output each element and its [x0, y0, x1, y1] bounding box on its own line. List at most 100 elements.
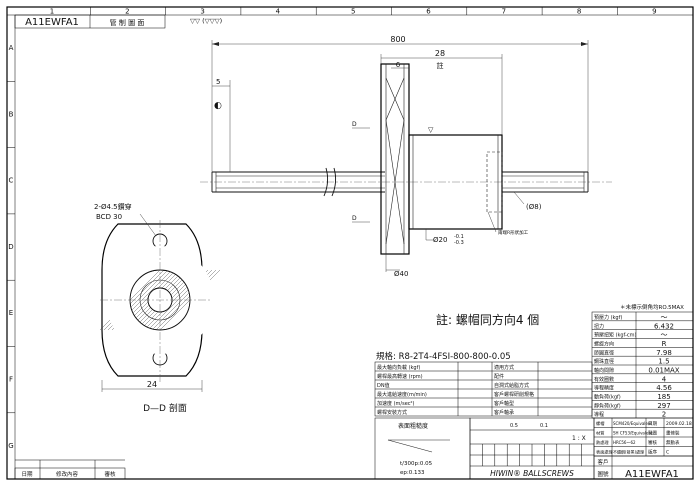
right-table-value: 2 — [662, 411, 666, 419]
roughness-panel: 表面粗糙度 t/300p:0.05 ep:0.133 — [374, 417, 471, 480]
right-spec-table: 預壓力 (kgf) ～ 扭力 6.432 預壓扭矩 (kgf-cm) ～ 螺旋方向 R 節圓直徑… — [591, 311, 694, 419]
tol-row-scale: 1 : X — [572, 435, 586, 442]
material-value-2: 無動表 — [666, 439, 680, 446]
zone-row-C: C — [9, 177, 14, 185]
material-value: HRC56～62 — [613, 440, 636, 445]
revision-block: 日期 修改內容 審核 — [14, 459, 126, 480]
material-label: 螺帽 — [596, 420, 604, 427]
dim-end-len: 5 — [216, 78, 220, 86]
dim-flange-thk: 6 — [396, 61, 401, 69]
zone-col-3: 3 — [200, 8, 204, 16]
zone-col-1: 1 — [50, 8, 54, 16]
zone-row-E: E — [9, 309, 13, 317]
material-value: SH CF53/Equivalent — [613, 431, 653, 436]
zone-col-5: 5 — [351, 8, 355, 16]
right-table-value: 6.432 — [654, 322, 674, 330]
right-table-value: 7.98 — [656, 349, 672, 357]
nut-end-recess — [486, 151, 503, 213]
side-view-dimensions: 800 28 註 6 5 ◐ D D ▽ Ø40 Ø20 -0.1 -0.3 (… — [211, 35, 589, 278]
material-label-2: 日期 — [648, 421, 657, 427]
brand-logo: HIWIN® BALLSCREWS — [490, 469, 574, 478]
material-label: 熱處理 — [596, 439, 609, 446]
material-label: 表面處理 — [596, 449, 614, 456]
zone-row-G: G — [8, 442, 13, 450]
left-spec-table: 最大軸向負載 (kgf)適用方式螺桿最高轉速 (rpm)配件DN值自潤式給脂方式… — [374, 361, 593, 417]
right-table-label: 有效圈數 — [594, 376, 614, 383]
surface-symbol: ▽▽ (▽▽▽) — [190, 17, 222, 25]
right-table-value: ～ — [661, 331, 668, 339]
zone-col-8: 8 — [577, 8, 581, 16]
tol-row-a: 0.5 — [510, 423, 518, 429]
dim-nut-od: Ø20 — [433, 236, 447, 244]
dim-flange-len: 28 — [435, 49, 445, 58]
rev-content: 修改內容 — [56, 470, 79, 478]
right-table-label: 預壓力 (kgf) — [594, 314, 622, 321]
left-table-label: 加速度 (m/sec²) — [377, 400, 415, 407]
left-table-label: 最大軸向負載 (kgf) — [377, 364, 420, 371]
right-table-value: 0.01MAX — [648, 367, 679, 375]
drawing-no-bottom: A11EWFA1 — [625, 469, 679, 480]
material-value-2: 畫條裝 — [666, 430, 680, 437]
datum-flag-2: D — [352, 215, 357, 222]
rev-check: 審核 — [104, 470, 116, 478]
zone-col-7: 7 — [502, 8, 506, 16]
material-label-2: 版序 — [648, 449, 657, 456]
datum-flag-1: D — [352, 121, 357, 128]
zone-row-F: F — [9, 376, 13, 384]
right-table-label: 導程 — [594, 411, 604, 418]
zone-col-6: 6 — [426, 8, 431, 16]
right-table-label: 靜負荷(kgf) — [594, 402, 621, 409]
tol-small-2: ep:0.133 — [400, 470, 425, 476]
zone-col-9: 9 — [652, 8, 656, 16]
left-table-label-2: 配件 — [494, 373, 504, 380]
dim-bcd: BCD 30 — [96, 213, 122, 221]
drawing-label: 圖號 — [597, 470, 609, 478]
drawing-no-top: A11EWFA1 — [25, 17, 79, 28]
left-table-label-2: 客戶軸型 — [494, 400, 514, 407]
dim-tol-lower: -0.3 — [454, 240, 464, 246]
tol-small-1: t/300p:0.05 — [400, 461, 433, 467]
left-table-label: DN值 — [377, 382, 390, 389]
right-table-label: 節圓直徑 — [594, 349, 614, 356]
right-table-label: 軸向間隙 — [594, 367, 614, 374]
material-label: 材質 — [596, 430, 604, 437]
sheet-border — [6, 6, 694, 480]
left-table-label-2: 客戶軸承 — [494, 409, 514, 416]
break-mark-2 — [331, 167, 337, 197]
left-table-label: 螺桿安裝方式 — [377, 409, 407, 416]
right-table-label: 扭力 — [594, 323, 604, 330]
break-mark-1 — [323, 167, 329, 197]
material-label-2: 審核 — [648, 439, 657, 446]
datum-a-symbol: ◐ — [214, 101, 222, 111]
customer-label: 客戶 — [597, 458, 608, 466]
right-table-label: 導程精度 — [594, 385, 614, 392]
left-table-label: 螺桿最高轉速 (rpm) — [377, 373, 423, 380]
dim-total: 800 — [390, 35, 405, 44]
material-value: SCM420/Equivalent — [613, 421, 652, 426]
section-view: 24 2-Ø4.5鑽穿 BCD 30 D—D 剖面 — [94, 202, 221, 414]
right-table-value: 185 — [657, 393, 670, 401]
right-table-value: 1.5 — [658, 358, 669, 366]
section-outline — [101, 223, 203, 377]
spec-line: 規格: R8-2T4-4FSI-800-800-0.05 — [376, 351, 511, 362]
right-table-label: 鋼珠直徑 — [594, 358, 614, 365]
surface-mark: ▽ — [428, 126, 434, 134]
right-table-value: 297 — [657, 402, 670, 410]
right-table-label: 預壓扭矩 (kgf-cm) — [594, 332, 637, 339]
rev-date: 日期 — [21, 471, 33, 478]
right-table-value: R — [662, 340, 667, 348]
material-value-2: 2009.02.18 — [666, 421, 692, 427]
zone-row-A: A — [9, 44, 14, 52]
note-text: 註: 螺帽同方向4 個 — [436, 312, 539, 327]
right-table-value: 4.56 — [656, 384, 672, 392]
right-table-value: ～ — [661, 314, 668, 322]
right-table-label: 動負荷(kgf) — [594, 394, 621, 401]
zone-row-B: B — [9, 110, 14, 118]
zone-col-2: 2 — [125, 8, 129, 16]
flange — [380, 63, 410, 255]
left-table-label-2: 客戶螺桿研削規格 — [494, 391, 534, 398]
right-table-label: 螺旋方向 — [594, 341, 614, 348]
nut-label: 兩端R形狀加工 — [498, 229, 529, 236]
